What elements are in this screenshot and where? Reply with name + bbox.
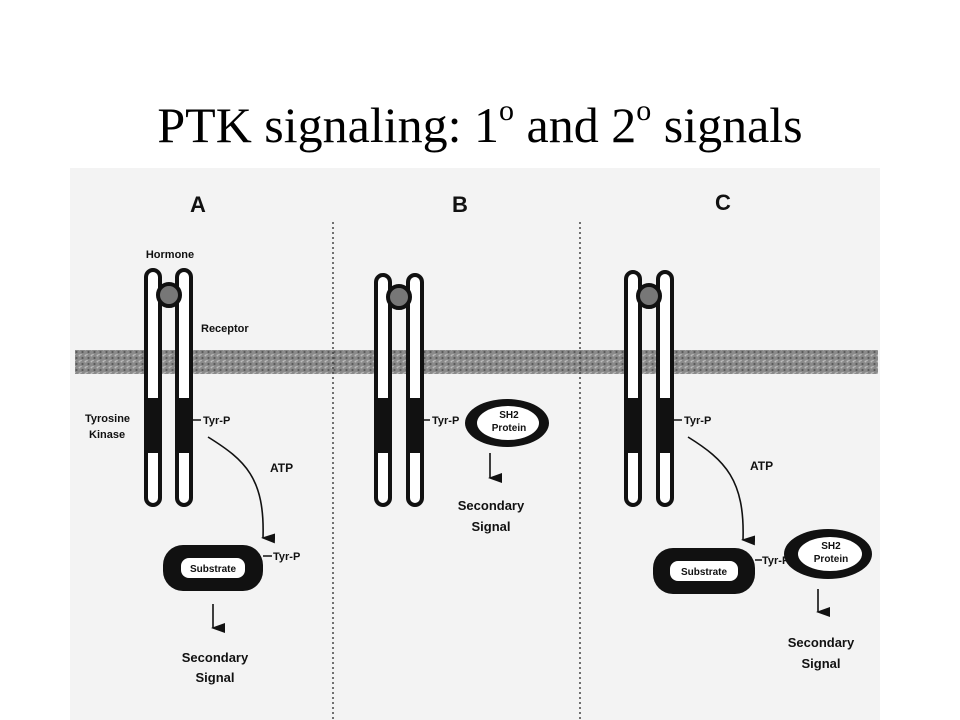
- receptor-dimer-c: [624, 270, 674, 507]
- title-tail: signals: [651, 97, 803, 153]
- kinase-label: Kinase: [89, 429, 125, 441]
- hormone-c: [636, 283, 662, 309]
- sh2-label-b-line1: SH2: [499, 410, 519, 421]
- secondary-signal-a-line1: Secondary: [182, 650, 249, 665]
- cell-membrane: [75, 350, 878, 374]
- sh2-label-c-line1: SH2: [821, 541, 841, 552]
- receptor-dimer-b: [374, 273, 424, 507]
- sh2-label-c-line2: Protein: [814, 554, 848, 565]
- sh2-label-b-line2: Protein: [492, 423, 526, 434]
- panel-b: B Tyr-P SH2 Protein Secondary Signal: [374, 192, 549, 534]
- title-mid: and 2: [514, 97, 637, 153]
- secondary-signal-a-line2: Signal: [195, 670, 234, 685]
- receptor-dimer-a: [144, 268, 193, 507]
- panel-c-letter: C: [715, 190, 731, 215]
- atp-label-c: ATP: [750, 459, 773, 473]
- tyr-p-receptor-a: Tyr-P: [203, 415, 230, 427]
- secondary-signal-c-line2: Signal: [801, 656, 840, 671]
- receptor-label: Receptor: [201, 323, 249, 335]
- figure-background: [70, 168, 880, 720]
- atp-label-a: ATP: [270, 461, 293, 475]
- tyr-p-receptor-c: Tyr-P: [684, 415, 711, 427]
- tyrosine-label: Tyrosine: [85, 413, 130, 425]
- atp-arrow-c: [687, 436, 756, 546]
- tyr-p-substrate-a: Tyr-P: [273, 551, 300, 563]
- hormone-b: [386, 284, 412, 310]
- panel-a-letter: A: [190, 192, 206, 217]
- hormone-a: [156, 282, 182, 308]
- tyr-p-b: Tyr-P: [432, 415, 459, 427]
- title-superscript-1: o: [499, 94, 515, 128]
- panel-a: A Hormone Receptor Tyrosine Kinase Tyr-P…: [85, 192, 300, 685]
- panel-b-letter: B: [452, 192, 468, 217]
- secondary-signal-b-line1: Secondary: [458, 498, 525, 513]
- secondary-signal-b-line2: Signal: [471, 519, 510, 534]
- sh2-protein-c: [784, 529, 872, 579]
- ptk-signaling-diagram: A Hormone Receptor Tyrosine Kinase Tyr-P…: [70, 168, 880, 720]
- sh2-protein-b: [465, 399, 549, 447]
- title-superscript-2: o: [636, 94, 652, 128]
- title-main: PTK signaling: 1: [157, 97, 500, 153]
- slide-title: PTK signaling: 1o and 2o signals: [0, 94, 960, 154]
- hormone-label: Hormone: [146, 249, 194, 261]
- secondary-signal-c-line1: Secondary: [788, 635, 855, 650]
- substrate-label-c: Substrate: [681, 567, 728, 578]
- panel-c: C Tyr-P ATP Substrate Tyr-P SH2 Protein …: [624, 190, 872, 671]
- atp-arrow-a: [207, 436, 276, 544]
- tyr-p-substrate-c: Tyr-P: [762, 555, 789, 567]
- substrate-label-a: Substrate: [190, 564, 237, 575]
